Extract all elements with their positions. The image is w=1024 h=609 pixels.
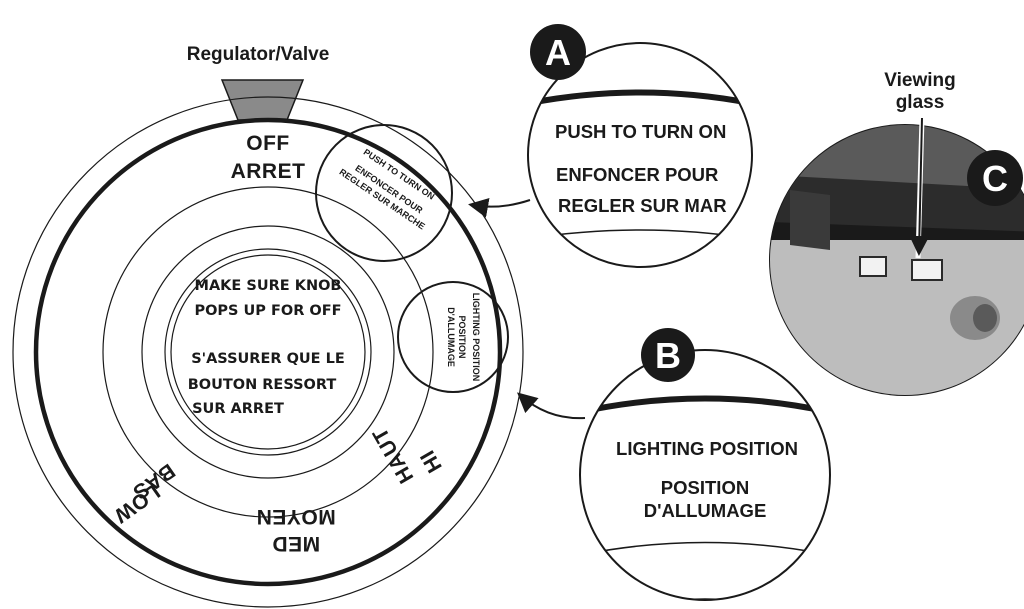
callout-a-line3: REGLER SUR MAR [558, 195, 727, 216]
viewing-glass-left [859, 256, 887, 277]
callout-b-badge [641, 328, 695, 382]
center-line1: MAKE SURE KNOB [195, 278, 342, 294]
callout-b-dial-edge [580, 395, 830, 415]
lighting-zone-line2: POSITION [457, 315, 467, 358]
regulator-valve-label: Regulator/Valve [187, 44, 330, 65]
viewing-glass-label-line1: Viewing [884, 70, 955, 91]
callout-b-arrow [517, 392, 586, 420]
callout-b-bottom-edge [599, 598, 811, 600]
hi-label: HI [416, 446, 447, 477]
moyen-label: MOYEN [256, 505, 336, 528]
knob-dial [12, 96, 524, 608]
callout-a-circle [527, 42, 753, 268]
callout-b-line3: D'ALLUMAGE [644, 500, 767, 521]
arret-label: ARRET [231, 160, 306, 183]
lighting-zone-text: LIGHTING POSITION POSITION D'ALLUMAGE [446, 293, 481, 382]
callout-a-line2: ENFONCER POUR [556, 164, 718, 185]
med-label: MED [272, 532, 320, 555]
knob-ring-6 [170, 254, 366, 450]
callout-c: C [769, 124, 1024, 396]
callout-a-line1: PUSH TO TURN ON [555, 121, 726, 142]
center-line5: SUR ARRET [192, 401, 284, 417]
callout-b: LIGHTING POSITION POSITION D'ALLUMAGE B [579, 328, 831, 601]
callout-c-letter: C [982, 158, 1008, 199]
viewing-glass-right [911, 259, 943, 281]
viewing-glass-arrow-core [909, 117, 930, 256]
knob-ring-5 [164, 248, 372, 456]
lighting-zone-line1: LIGHTING POSITION [471, 293, 481, 382]
callout-a-letter: A [545, 32, 571, 73]
callout-a-badge [530, 24, 586, 80]
knob-ring-3 [102, 186, 434, 518]
callout-a: PUSH TO TURN ON ENFONCER POUR REGLER SUR… [527, 24, 753, 268]
knob-ring-4 [141, 225, 395, 479]
callout-c-badge [967, 150, 1023, 206]
low-bas-group: LOW BAS [109, 459, 179, 527]
regulator-valve-wedge [220, 79, 305, 121]
viewing-glass-label-line2: glass [896, 92, 945, 113]
center-line4: BOUTON RESSORT [188, 377, 337, 393]
callout-b-line1: LIGHTING POSITION [616, 438, 798, 459]
hi-haut-group: HI HAUT [368, 423, 447, 487]
lighting-zone-line3: D'ALLUMAGE [446, 307, 456, 367]
knob-bold-ring [33, 117, 503, 587]
center-line2: POPS UP FOR OFF [194, 303, 341, 319]
lighting-zone-circle [397, 281, 509, 393]
push-zone-circle [315, 124, 453, 262]
med-moyen-group: MED MOYEN [256, 505, 336, 555]
callout-b-circle [579, 349, 831, 601]
callout-b-line2: POSITION [661, 477, 749, 498]
callout-b-inner-edge [580, 541, 830, 556]
knob-outer-ring [12, 96, 524, 608]
callout-b-letter: B [655, 335, 681, 376]
callout-a-dial-edge [528, 89, 752, 108]
callout-a-arrow [468, 197, 531, 218]
center-line3: S'ASSURER QUE LE [191, 351, 345, 367]
off-label: OFF [246, 132, 290, 155]
